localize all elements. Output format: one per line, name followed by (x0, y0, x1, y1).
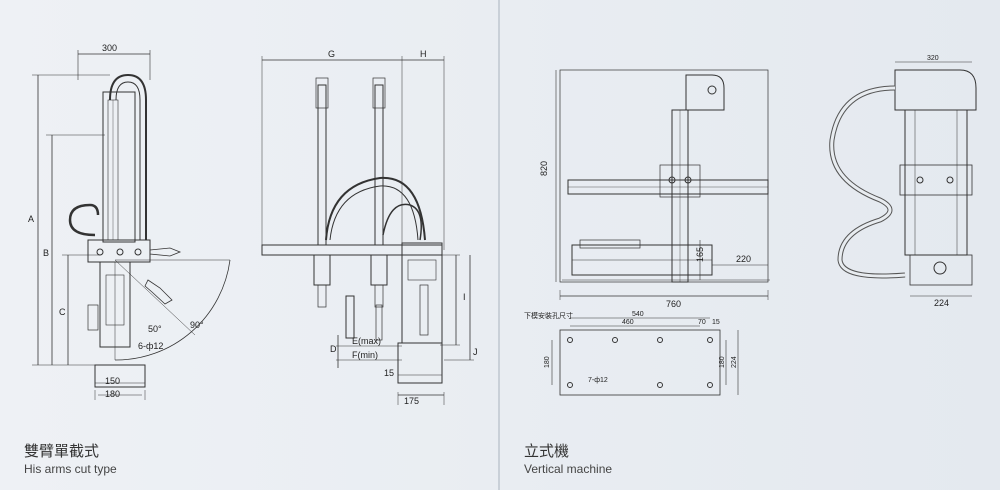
dim-height-c: C (59, 307, 66, 317)
dim-hole-spec: 6-ф12 (138, 341, 163, 351)
right-caption-en: Vertical machine (524, 462, 613, 476)
dim-height-a: A (28, 214, 34, 224)
dim-hole-spec-7: 7-ф12 (588, 377, 608, 384)
dim-h224: 224 (731, 356, 738, 368)
dim-w70: 70 (698, 319, 706, 326)
dim-height-820: 820 (539, 161, 549, 176)
dim-j: J (473, 347, 478, 357)
mount-plate-drawing (551, 317, 739, 396)
dim-width-h: H (420, 49, 427, 59)
mount-plate-note: 下模安裝孔尺寸 (524, 311, 573, 320)
left-caption-cn: 雙臂單截式 (24, 442, 100, 460)
dim-base-760: 760 (666, 299, 681, 309)
dim-e-max: E(max) (352, 336, 381, 346)
dim-height-b: B (43, 248, 49, 258)
vertical-machine-drawing (555, 69, 770, 300)
end-view-drawing (829, 61, 977, 297)
dim-175: 175 (404, 396, 419, 406)
dim-f-min: F(min) (352, 350, 378, 360)
dim-angle-50: 50° (148, 324, 162, 334)
dim-15: 15 (384, 368, 394, 378)
front-view-drawing (261, 56, 474, 405)
dim-w460: 460 (622, 319, 634, 326)
dim-base-inner: 150 (105, 376, 120, 386)
dim-top-width: 300 (102, 43, 117, 53)
dim-h180-right: 180 (719, 356, 726, 368)
panel-divider (498, 0, 500, 490)
dim-h180-left: 180 (544, 356, 551, 368)
dim-angle-90: 90° (190, 320, 204, 330)
side-view-drawing (32, 50, 231, 400)
dim-base-outer: 180 (105, 389, 120, 399)
right-caption-cn: 立式機 (524, 442, 570, 460)
dim-165: 165 (695, 247, 705, 262)
left-caption-en: His arms cut type (24, 462, 117, 476)
dim-w540: 540 (632, 311, 644, 318)
dim-width-g: G (328, 49, 335, 59)
dim-w15: 15 (712, 319, 720, 326)
dim-bottom-224: 224 (934, 298, 949, 308)
dim-d: D (330, 344, 337, 354)
dim-top-320: 320 (927, 55, 939, 62)
dim-reach-220: 220 (736, 254, 751, 264)
dim-i: I (463, 292, 466, 302)
